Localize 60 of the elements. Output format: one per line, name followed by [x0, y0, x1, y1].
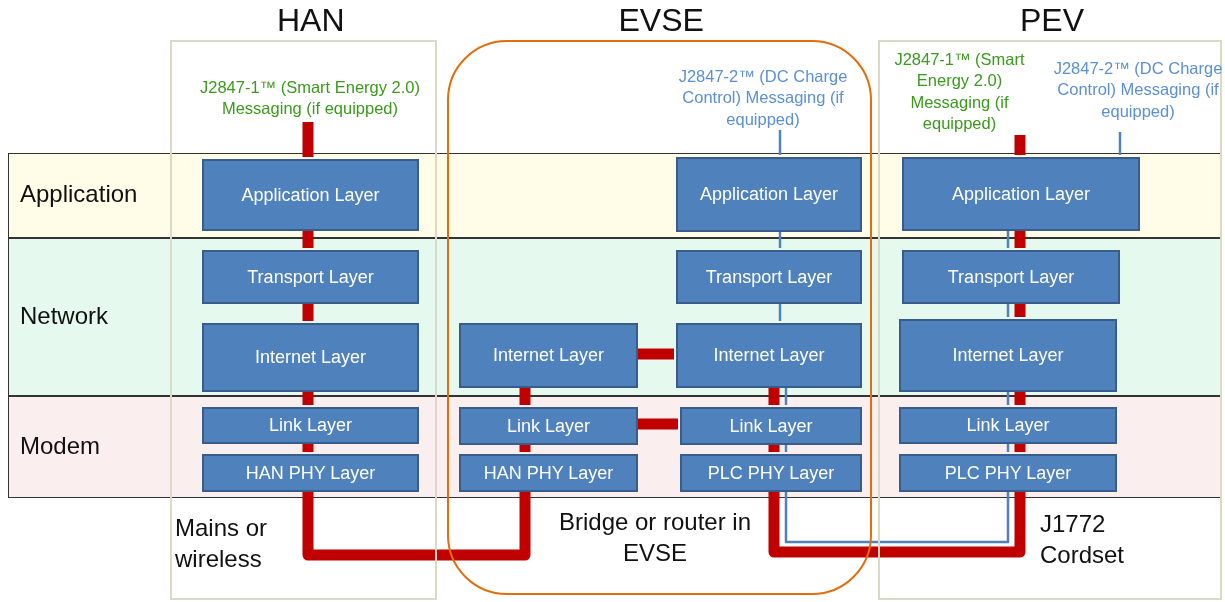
- connector-line: [302, 442, 314, 452]
- connector-line: [302, 122, 314, 157]
- layer-box: Application Layer: [202, 159, 419, 231]
- connector-line: [519, 386, 531, 405]
- layer-box: Transport Layer: [902, 250, 1120, 304]
- connector-line: [636, 348, 674, 360]
- connector-line: [1006, 302, 1010, 317]
- connector-line: [778, 230, 782, 248]
- caption-text: J1772 Cordset: [1040, 509, 1126, 571]
- group-title: PEV: [1020, 2, 1085, 39]
- connector-line: [778, 302, 782, 321]
- connector-line: [302, 390, 314, 405]
- connector-line: [784, 443, 788, 452]
- connector-line: [636, 418, 678, 430]
- layer-box: Internet Layer: [202, 323, 419, 392]
- connector-line: [784, 386, 788, 405]
- connector-line: [1014, 442, 1026, 452]
- connector-line: [1014, 229, 1026, 248]
- connector-line: [302, 229, 314, 248]
- layer-box: Internet Layer: [459, 323, 638, 388]
- layer-box: Link Layer: [459, 407, 638, 445]
- layer-box: Application Layer: [902, 157, 1140, 231]
- layer-box: Application Layer: [676, 157, 862, 232]
- layer-box: HAN PHY Layer: [459, 454, 638, 492]
- connector-line: [768, 443, 780, 452]
- layer-box: Internet Layer: [676, 323, 862, 388]
- layer-box: Transport Layer: [676, 250, 862, 304]
- connector-line: [784, 490, 1010, 544]
- message-note: J2847-1™ (Smart Energy 2.0) Messaging (if equipped): [184, 72, 436, 124]
- caption-text: Mains or wireless: [175, 513, 269, 575]
- message-note: J2847-1™ (Smart Energy 2.0) Messaging (if equipped): [887, 46, 1032, 137]
- layer-box: HAN PHY Layer: [202, 454, 419, 492]
- connector-line: [1118, 132, 1122, 155]
- connector-line: [302, 490, 531, 561]
- connector-line: [1006, 390, 1010, 405]
- layer-box: Link Layer: [899, 407, 1117, 444]
- connector-line: [519, 443, 531, 452]
- layer-box: Internet Layer: [899, 319, 1117, 392]
- message-note: J2847-2™ (DC Charge Control) Messaging (if equipped): [1052, 46, 1224, 134]
- group-title: EVSE: [618, 2, 704, 39]
- band-label: Network: [20, 301, 110, 331]
- layer-box: Transport Layer: [202, 250, 419, 304]
- message-note: J2847-2™ (DC Charge Control) Messaging (if equipped): [654, 64, 872, 132]
- connector-line: [1006, 229, 1010, 248]
- layer-box: PLC PHY Layer: [899, 454, 1117, 492]
- layer-box: Link Layer: [202, 407, 419, 444]
- connector-line: [1014, 135, 1026, 155]
- band-label: Application: [20, 179, 139, 209]
- connector-line: [1006, 442, 1010, 452]
- connector-line: [768, 386, 780, 405]
- connector-line: [778, 130, 782, 155]
- group-title: HAN: [277, 2, 345, 39]
- connector-line: [1014, 390, 1026, 405]
- connector-line: [302, 302, 314, 321]
- layer-box: PLC PHY Layer: [680, 454, 862, 492]
- layer-box: Link Layer: [680, 407, 862, 445]
- band-label: Modem: [20, 431, 102, 461]
- connector-line: [768, 490, 1026, 558]
- caption-text: Bridge or router in EVSE: [557, 507, 753, 569]
- connector-line: [1014, 302, 1026, 317]
